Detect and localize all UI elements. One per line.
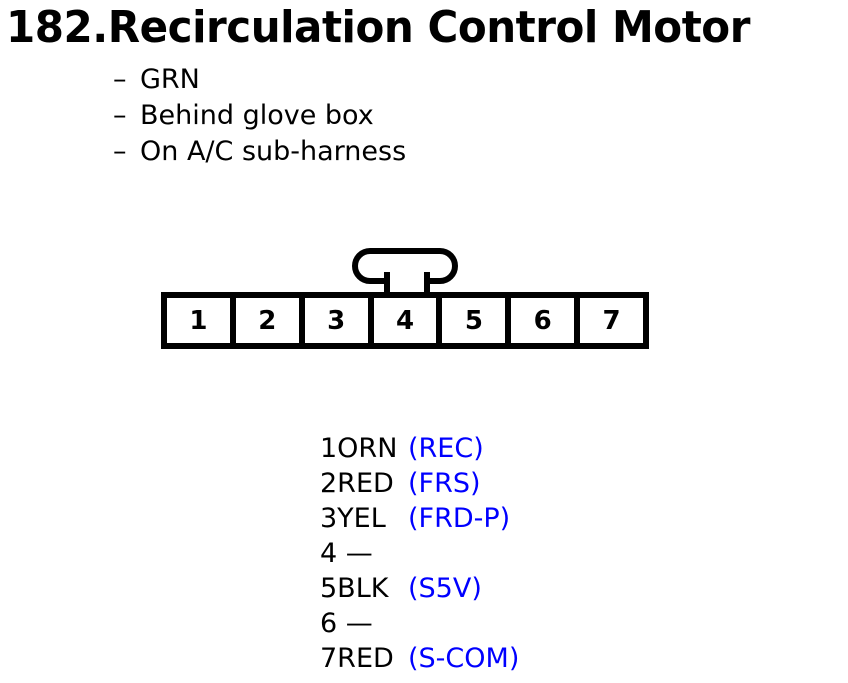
connector-pin-5: 5 [442, 298, 512, 343]
pinout-row: 5BLK (S5V) [320, 571, 740, 606]
pinout-signal-name: (FRD-P) [408, 503, 511, 534]
dash-bullet-icon: – [113, 64, 127, 95]
connector-diagram: 1 2 3 4 5 6 7 [161, 245, 649, 351]
connector-pin-6: 6 [511, 298, 581, 343]
notes-list: – GRN – Behind glove box – On A/C sub-ha… [113, 62, 733, 170]
connector-pin-7: 7 [580, 298, 644, 343]
dash-bullet-icon: – [113, 100, 127, 131]
connector-pin-2: 2 [235, 298, 305, 343]
pinout-row: 6 — [320, 606, 740, 641]
pinout-wire-label: 6 — [320, 608, 373, 639]
pinout-signal-name: (FRS) [408, 468, 481, 499]
note-item: – On A/C sub-harness [113, 134, 733, 170]
note-text: On A/C sub-harness [140, 136, 407, 167]
connector-latch-icon [161, 245, 649, 297]
pinout-wire-label: 2RED [320, 468, 394, 499]
pinout-wire-label: 7RED [320, 643, 394, 674]
dash-bullet-icon: – [113, 136, 127, 167]
pinout-signal-name: (REC) [408, 433, 484, 464]
pinout-signal-name: (S-COM) [408, 643, 520, 674]
pinout-wire-label: 1ORN [320, 433, 398, 464]
connector-pin-3: 3 [304, 298, 374, 343]
pinout-signal-name: (S5V) [408, 573, 482, 604]
page-title: 182.Recirculation Control Motor [6, 2, 750, 53]
connector-pin-4: 4 [373, 298, 443, 343]
pinout-wire-label: 3YEL [320, 503, 386, 534]
pinout-legend: 1ORN (REC) 2RED (FRS) 3YEL (FRD-P) 4 — 5… [320, 431, 740, 676]
pinout-row: 1ORN (REC) [320, 431, 740, 466]
pinout-wire-label: 4 — [320, 538, 373, 569]
pinout-row: 7RED (S-COM) [320, 641, 740, 676]
note-text: Behind glove box [140, 100, 374, 131]
pinout-row: 4 — [320, 536, 740, 571]
connector-pin-row: 1 2 3 4 5 6 7 [161, 292, 649, 349]
pinout-wire-label: 5BLK [320, 573, 389, 604]
note-item: – Behind glove box [113, 98, 733, 134]
note-text: GRN [140, 64, 200, 95]
note-item: – GRN [113, 62, 733, 98]
pinout-row: 3YEL (FRD-P) [320, 501, 740, 536]
pinout-row: 2RED (FRS) [320, 466, 740, 501]
connector-pin-1: 1 [167, 298, 236, 343]
